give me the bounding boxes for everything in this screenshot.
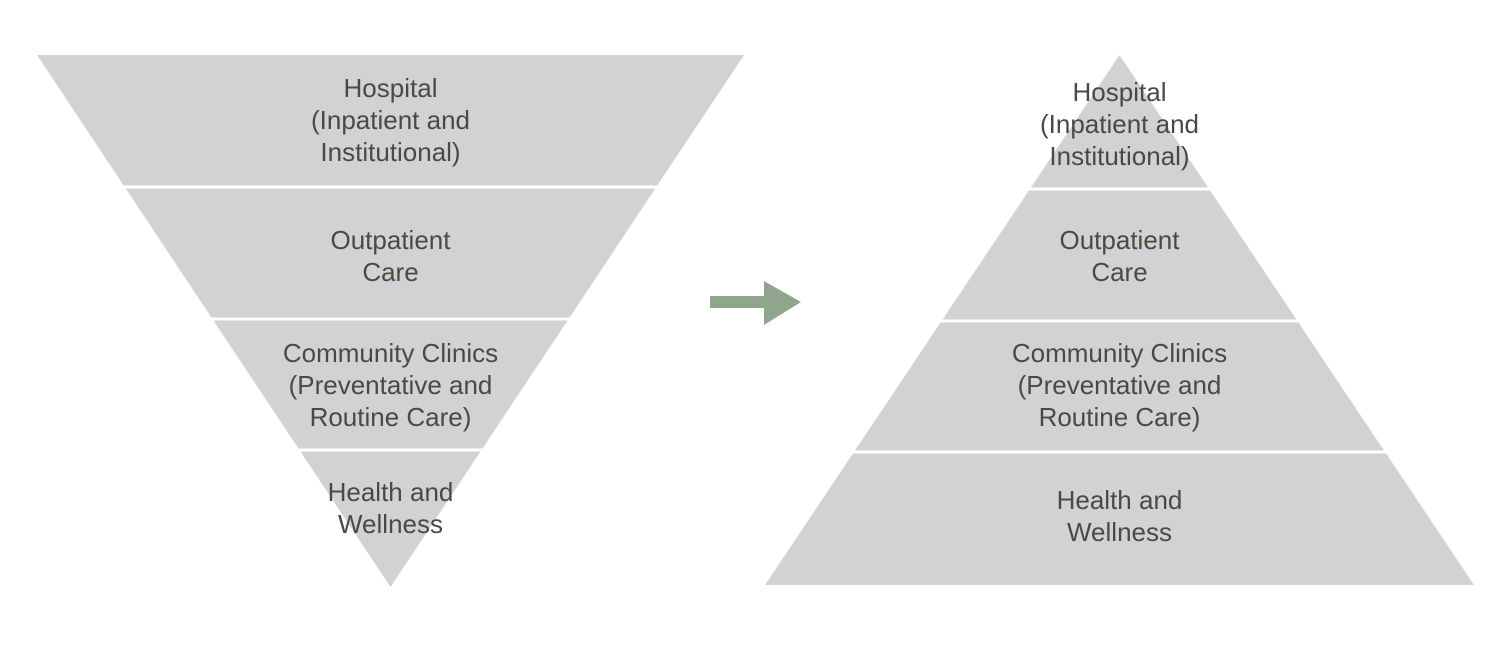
upright-pyramid-tier-community-clinics-label: Routine Care) xyxy=(1039,402,1201,432)
inverted-pyramid-tier-community-clinics: Community Clinics(Preventative andRoutin… xyxy=(283,338,498,432)
inverted-pyramid-tier-outpatient-label: Care xyxy=(362,257,418,287)
inverted-pyramid-tier-health-wellness-label: Health and xyxy=(328,477,454,507)
inverted-pyramid-tier-community-clinics-label: Routine Care) xyxy=(310,402,472,432)
upright-pyramid-tier-outpatient-label: Care xyxy=(1091,257,1147,287)
inverted-pyramid-tier-hospital-label: Hospital xyxy=(344,73,438,103)
inverted-pyramid-tier-outpatient-label: Outpatient xyxy=(331,225,452,255)
upright-pyramid-tier-community-clinics-label: (Preventative and xyxy=(1018,370,1222,400)
upright-pyramid-tier-health-wellness-label: Wellness xyxy=(1067,517,1172,547)
right-arrow-icon xyxy=(710,281,801,325)
arrow-head xyxy=(764,281,801,325)
upright-pyramid-tier-health-wellness-label: Health and xyxy=(1057,485,1183,515)
inverted-pyramid-tier-hospital-label: Institutional) xyxy=(320,137,460,167)
inverted-pyramid-tier-community-clinics-label: (Preventative and xyxy=(289,370,493,400)
inverted-pyramid-tier-community-clinics-label: Community Clinics xyxy=(283,338,498,368)
upright-pyramid-tier-hospital-label: Institutional) xyxy=(1049,141,1189,171)
upright-pyramid-tier-hospital-label: Hospital xyxy=(1073,77,1167,107)
upright-pyramid-tier-outpatient-label: Outpatient xyxy=(1060,225,1181,255)
inverted-pyramid-tier-health-wellness-label: Wellness xyxy=(338,509,443,539)
inverted-pyramid-tier-hospital-label: (Inpatient and xyxy=(311,105,470,135)
upright-pyramid-tier-community-clinics: Community Clinics(Preventative andRoutin… xyxy=(1012,338,1227,432)
arrow-shaft xyxy=(710,296,766,308)
upright-pyramid-tier-community-clinics-label: Community Clinics xyxy=(1012,338,1227,368)
upright-pyramid-tier-hospital-label: (Inpatient and xyxy=(1040,109,1199,139)
